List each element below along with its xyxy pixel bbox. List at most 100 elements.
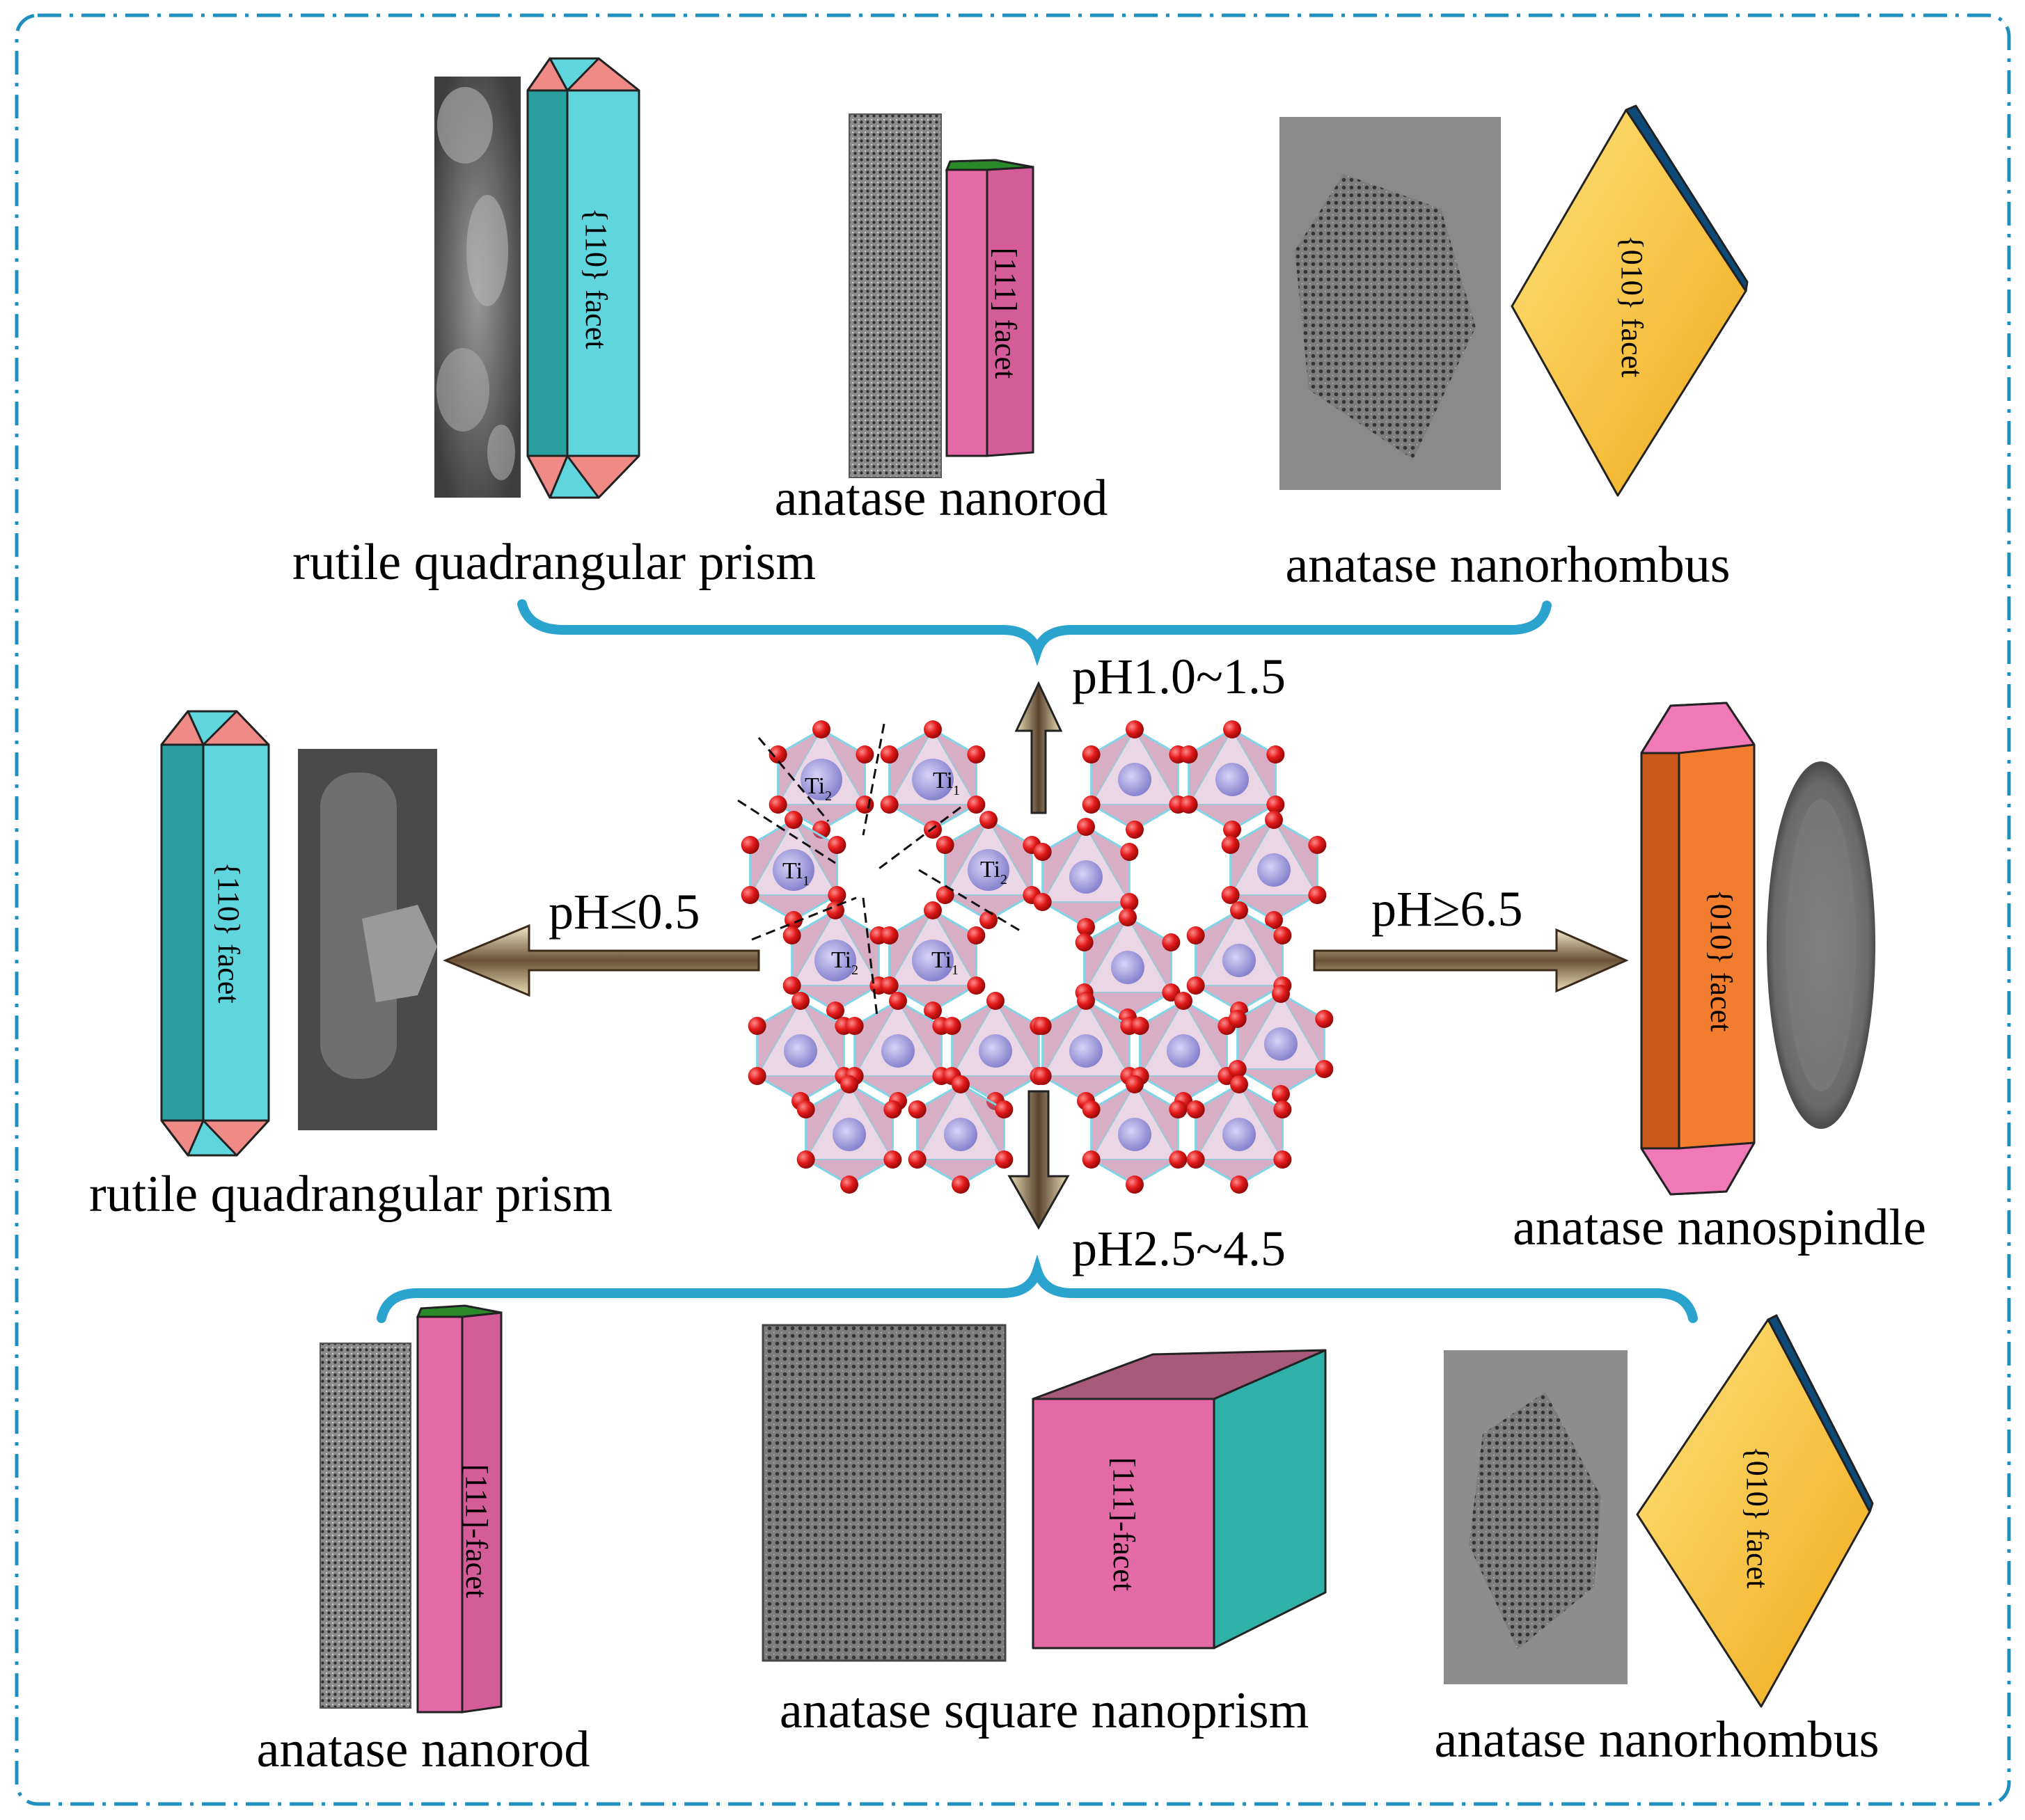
oxygen-atom — [1315, 1010, 1334, 1028]
brace-icon-bottom — [377, 1254, 1698, 1323]
tem-lattice-image-bottom-nanorod — [320, 1343, 411, 1709]
oxygen-atom — [828, 886, 846, 904]
oxygen-atom — [995, 1100, 1014, 1118]
oxygen-atom — [1228, 1060, 1247, 1078]
oxygen-atom — [1186, 1100, 1205, 1118]
oxygen-atom — [1033, 1017, 1052, 1035]
oxygen-atom — [952, 1176, 970, 1194]
oxygen-atom — [1265, 811, 1283, 829]
octahedron-unit — [1194, 909, 1284, 1012]
facet-label: {010} facet — [1740, 1446, 1774, 1589]
ti-label: Ti1 — [931, 947, 959, 978]
facet-label: {010} facet — [1704, 889, 1738, 1032]
tem-spindle-image-right — [1767, 761, 1875, 1129]
oxygen-atom — [1230, 1075, 1248, 1093]
outer-frame — [15, 13, 2011, 1806]
ph-label-up: pH1.0~1.5 — [1072, 649, 1286, 704]
oxygen-atom — [1120, 843, 1139, 861]
oxygen-atom — [1266, 745, 1285, 763]
oxygen-atom — [1179, 796, 1198, 814]
octahedron-unit — [943, 818, 1034, 921]
oxygen-atom — [979, 811, 998, 829]
oxygen-atom — [828, 836, 846, 854]
oxygen-atom — [967, 745, 986, 763]
oxygen-atom — [1126, 1176, 1144, 1194]
oxygen-atom — [826, 901, 844, 919]
oxygen-atom — [1315, 1060, 1334, 1078]
caption-left-rutile: rutile quadrangular prism — [89, 1166, 613, 1223]
oxygen-atom — [1126, 1075, 1144, 1093]
oxygen-atom — [986, 992, 1004, 1010]
oxygen-atom — [995, 1150, 1014, 1169]
oxygen-atom — [1130, 1017, 1149, 1035]
oxygen-atom — [1162, 933, 1181, 951]
oxygen-atom — [880, 745, 899, 763]
oxygen-atom — [1126, 720, 1144, 738]
square-prism-model: [111]-facet — [1032, 1349, 1327, 1649]
oxygen-atom — [1077, 918, 1095, 936]
oxygen-atom — [924, 1002, 942, 1020]
oxygen-atom — [782, 976, 801, 995]
oxygen-atom — [769, 745, 787, 763]
oxygen-atom — [856, 745, 874, 763]
oxygen-atom — [1223, 821, 1241, 839]
oxygen-atom — [880, 976, 899, 995]
ph-label-down: pH2.5~4.5 — [1072, 1221, 1286, 1276]
oxygen-atom — [979, 911, 998, 929]
oxygen-atom — [1033, 893, 1052, 911]
tem-lattice-image-bottom-rhombus — [1444, 1350, 1628, 1684]
oxygen-atom — [1186, 926, 1205, 944]
octahedron-unit — [1041, 999, 1131, 1102]
arrow-icon-right — [1313, 928, 1629, 993]
oxygen-atom — [1082, 745, 1101, 763]
octahedron-unit — [1138, 999, 1229, 1102]
oxygen-atom — [1179, 745, 1198, 763]
oxygen-atom — [936, 836, 954, 854]
caption-top-nanorod: anatase nanorod — [775, 470, 1108, 527]
oxygen-atom — [1082, 796, 1101, 814]
oxygen-atom — [883, 1150, 902, 1169]
octahedron-unit — [1236, 992, 1326, 1095]
octahedron-unit — [1089, 728, 1180, 831]
octahedron-unit — [1089, 1083, 1180, 1186]
octahedron-unit — [748, 818, 839, 921]
nanorod-model-top: [111] facet — [945, 159, 1034, 457]
oxygen-atom — [748, 1017, 766, 1035]
ph-label-left: pH≤0.5 — [549, 884, 700, 940]
oxygen-atom — [1230, 901, 1248, 919]
tem-lattice-image-top-rhombus — [1279, 117, 1501, 490]
oxygen-atom — [791, 992, 810, 1010]
facet-label: {010} facet — [1615, 235, 1649, 378]
oxygen-atom — [1228, 1010, 1247, 1028]
oxygen-atom — [1266, 796, 1285, 814]
rutile-prism-left: {110} facet — [160, 710, 270, 1157]
oxygen-atom — [840, 1176, 858, 1194]
brace-icon-top — [517, 599, 1552, 667]
oxygen-atom — [1221, 836, 1240, 854]
oxygen-atom — [1169, 1100, 1188, 1118]
facet-label: [111]-facet — [459, 1464, 494, 1598]
oxygen-atom — [908, 1150, 927, 1169]
oxygen-atom — [1082, 1100, 1101, 1118]
oxygen-atom — [967, 926, 986, 944]
oxygen-atom — [1273, 1150, 1292, 1169]
oxygen-atom — [796, 1150, 815, 1169]
rutile-prism-top: {110} facet — [526, 57, 640, 499]
oxygen-atom — [1265, 911, 1283, 929]
oxygen-atom — [1082, 1150, 1101, 1169]
ti-label: Ti2 — [831, 947, 858, 978]
rhombus-model-top: {010} facet — [1511, 104, 1749, 497]
oxygen-atom — [967, 796, 986, 814]
oxygen-atom — [1221, 886, 1240, 904]
oxygen-atom — [924, 720, 942, 738]
oxygen-atom — [845, 1017, 864, 1035]
caption-bottom-rhombus: anatase nanorhombus — [1434, 1711, 1879, 1768]
cleavage-line — [737, 799, 836, 864]
oxygen-atom — [1273, 926, 1292, 944]
arrow-icon-left — [443, 924, 760, 997]
oxygen-atom — [1272, 985, 1290, 1003]
ph-label-right: pH≥6.5 — [1371, 881, 1523, 937]
oxygen-atom — [1033, 1067, 1052, 1085]
oxygen-atom — [840, 1075, 858, 1093]
sem-micrograph-left — [298, 749, 437, 1130]
